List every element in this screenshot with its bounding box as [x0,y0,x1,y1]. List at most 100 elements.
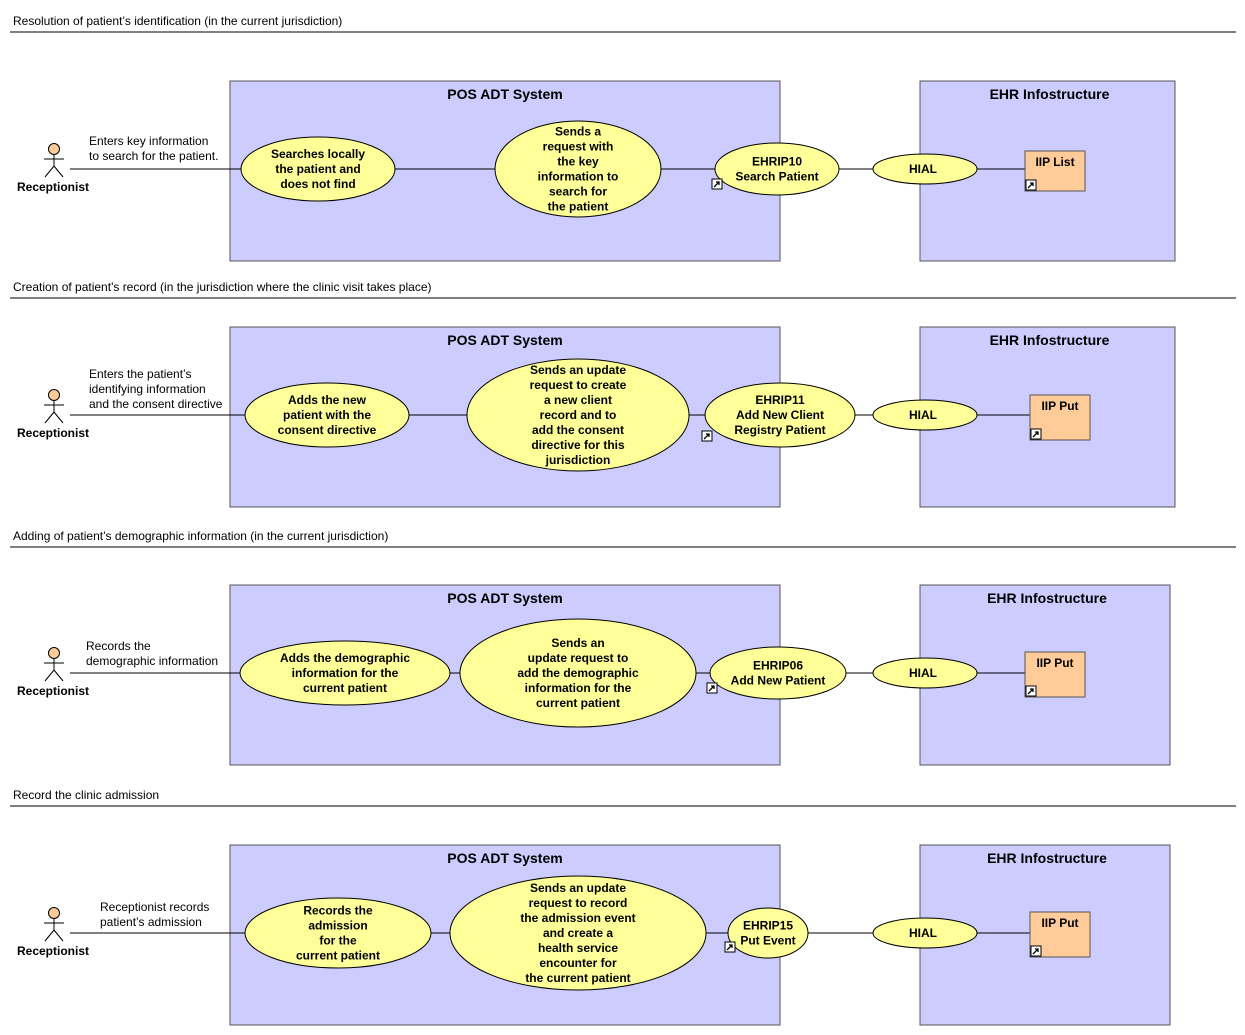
request-use-case-label: Sends an update [530,363,626,377]
local-use-case[interactable] [240,136,396,202]
actor-action-label: identifying information [89,382,206,396]
interaction-label: Add New Client [736,408,824,422]
actor-leg-icon [53,165,64,178]
request-use-case-label: add the demographic [517,666,639,680]
hial-label: HIAL [909,408,937,422]
shortcut-arrow-icon [713,181,720,188]
actor-leg-icon [53,669,64,682]
hial-use-case[interactable] [872,399,978,431]
actor-action-label: Enters key information [89,134,208,148]
request-use-case-label: current patient [536,696,620,710]
interaction-label: EHRIP10 [752,155,802,169]
local-use-case-label: admission [308,919,367,933]
actor-name: Receptionist [17,684,89,698]
local-use-case-label: current patient [303,681,387,695]
shortcut-arrow-icon [703,433,710,440]
component-label: IIP List [1035,155,1074,169]
hial-use-case[interactable] [872,657,978,689]
local-use-case-label: Records the [303,904,373,918]
request-use-case-label: information for the [525,681,632,695]
actor-leg-icon [44,165,55,178]
section-title: Creation of patient's record (in the jur… [13,280,431,294]
actor-name: Receptionist [17,426,89,440]
interaction-label: Add New Patient [731,674,826,688]
interaction-label: Search Patient [735,170,818,184]
actor-action-label: Enters the patient’s [89,367,192,381]
interaction-use-case[interactable] [704,382,856,448]
hial-use-case[interactable] [872,153,978,185]
local-use-case[interactable] [239,640,451,706]
interaction-label: EHRIP11 [755,393,805,407]
interaction-use-case[interactable] [714,142,840,196]
system-title: POS ADT System [447,86,562,102]
actor-action-label: to search for the patient. [89,149,218,163]
request-use-case-label: and create a [543,926,613,940]
request-use-case-label: health service [538,941,618,955]
interaction-use-case[interactable] [709,646,847,700]
request-use-case-label: Sends an update [530,881,626,895]
actor-head-icon [48,907,60,919]
component-label: IIP Put [1041,399,1078,413]
interaction-use-case[interactable] [727,907,809,959]
local-use-case-label: Searches locally [271,147,365,161]
request-use-case[interactable] [459,618,697,728]
actor-leg-icon [44,929,55,942]
actor-leg-icon [53,411,64,424]
system-title: POS ADT System [447,332,562,348]
actor-leg-icon [44,669,55,682]
local-use-case-label: patient with the [283,408,371,422]
actor-name: Receptionist [17,180,89,194]
section-title: Resolution of patient’s identification (… [13,14,342,28]
request-use-case-label: encounter for [539,956,617,970]
hial-use-case[interactable] [872,917,978,949]
actor-action-label: Receptionist records [100,900,209,914]
shortcut-arrow-icon [1027,688,1034,695]
hial-label: HIAL [909,666,937,680]
infrastructure-title: EHR Infostructure [990,332,1110,348]
request-use-case-label: request to create [530,378,627,392]
local-use-case-label: for the [319,934,357,948]
request-use-case[interactable] [449,875,707,991]
request-use-case-label: the admission event [520,911,635,925]
local-use-case[interactable] [244,382,410,448]
actor-action-label: demographic information [86,654,218,668]
request-use-case-label: the key [557,155,599,169]
shortcut-arrow-icon [1032,948,1039,955]
local-use-case-label: consent directive [278,423,377,437]
infrastructure-title: EHR Infostructure [987,590,1107,606]
infrastructure-title: EHR Infostructure [987,850,1107,866]
shortcut-arrow-icon [708,685,715,692]
local-use-case-label: Adds the new [288,393,367,407]
actor-action-label: patient’s admission [100,915,202,929]
request-use-case-label: information to [538,170,619,184]
request-use-case-label: Sends an [551,636,604,650]
hial-label: HIAL [909,162,937,176]
request-use-case-label: search for [549,185,607,199]
actor-name: Receptionist [17,944,89,958]
actor-action-label: and the consent directive [89,397,223,411]
local-use-case-label: current patient [296,949,380,963]
request-use-case-label: request with [543,140,614,154]
request-use-case-label: the current patient [525,971,630,985]
request-use-case[interactable] [494,120,662,218]
section-title: Adding of patient’s demographic informat… [13,529,388,543]
local-use-case[interactable] [244,897,432,969]
local-use-case-label: information for the [292,666,399,680]
request-use-case-label: Sends a [555,125,601,139]
shortcut-arrow-icon [1032,431,1039,438]
shortcut-arrow-icon [1027,182,1034,189]
hial-label: HIAL [909,926,937,940]
interaction-label: EHRIP06 [753,659,803,673]
interaction-label: Registry Patient [734,423,825,437]
shortcut-arrow-icon [726,944,733,951]
local-use-case-label: the patient and [275,162,360,176]
actor-leg-icon [44,411,55,424]
actor-head-icon [48,647,60,659]
actor-leg-icon [53,929,64,942]
interaction-label: EHRIP15 [743,919,793,933]
request-use-case-label: directive for this [531,438,625,452]
request-use-case-label: request to record [529,896,628,910]
request-use-case[interactable] [466,358,690,472]
request-use-case-label: jurisdiction [545,453,611,467]
